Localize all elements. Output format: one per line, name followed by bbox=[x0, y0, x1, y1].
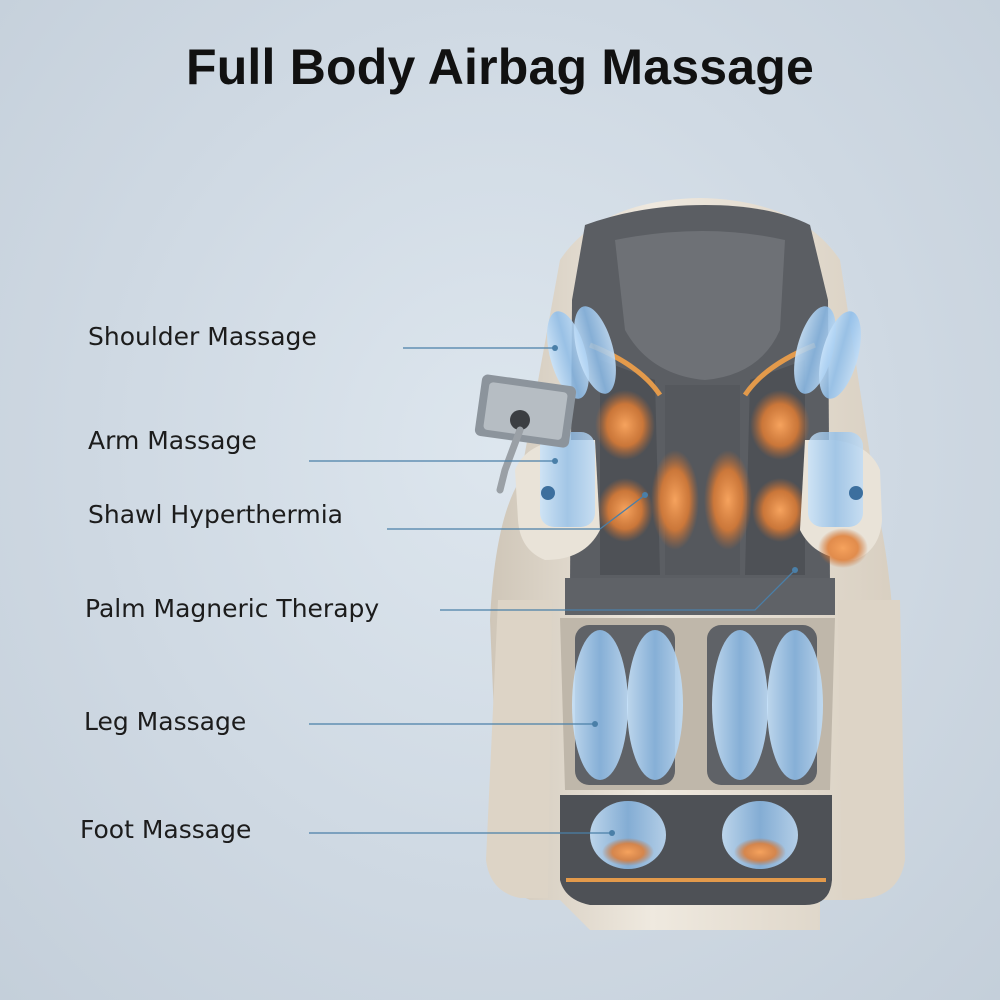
leader-shawl bbox=[387, 494, 646, 530]
label-foot-massage: Foot Massage bbox=[80, 815, 252, 844]
label-leg-massage: Leg Massage bbox=[84, 707, 247, 736]
label-shoulder-massage: Shoulder Massage bbox=[88, 322, 317, 351]
foot-rest bbox=[560, 795, 832, 905]
leg-rest bbox=[560, 618, 835, 790]
label-palm-magnetic-therapy: Palm Magneric Therapy bbox=[85, 594, 380, 623]
leader-dots bbox=[552, 345, 798, 836]
leader-lines bbox=[309, 347, 796, 834]
shoulder-airbags bbox=[547, 306, 861, 399]
leader-palm bbox=[440, 569, 796, 611]
page-title: Full Body Airbag Massage bbox=[185, 39, 815, 95]
seat bbox=[565, 578, 835, 615]
label-arm-massage: Arm Massage bbox=[88, 426, 257, 455]
armrests bbox=[515, 432, 882, 568]
label-shawl-hyperthermia: Shawl Hyperthermia bbox=[88, 500, 343, 529]
tablet-holder bbox=[474, 374, 577, 494]
